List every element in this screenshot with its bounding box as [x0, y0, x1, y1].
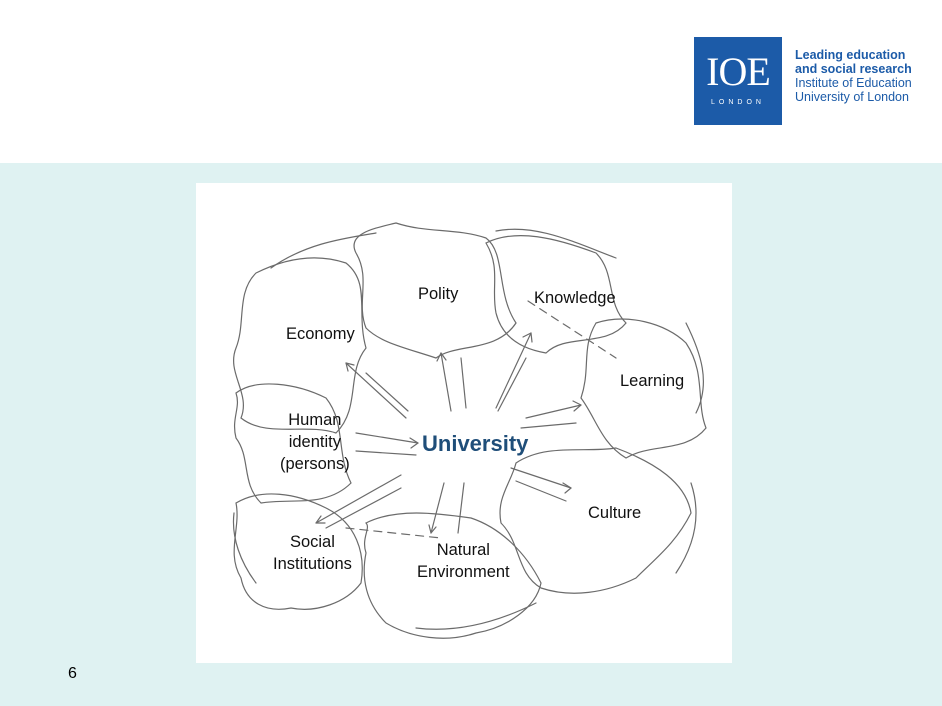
label-natural-environment: Natural Environment — [417, 539, 510, 583]
logo-subtext: LONDON — [711, 99, 765, 106]
label-human-line-2: identity — [288, 433, 341, 451]
label-polity: Polity — [418, 285, 459, 303]
natural-region — [363, 512, 542, 639]
slide-header: IOE LONDON Leading education and social … — [0, 0, 942, 163]
outer-scribble — [232, 228, 704, 630]
ioe-logo: IOE LONDON — [694, 37, 782, 125]
university-center-label: University — [422, 431, 529, 456]
sketch-diagram: Polity Knowledge Economy Learning Human … — [196, 183, 732, 663]
economy-region — [233, 257, 367, 434]
label-social-institutions: Social Institutions — [273, 531, 352, 575]
label-human-line-1: Human — [288, 411, 342, 429]
polity-region — [353, 222, 517, 359]
culture-region — [499, 447, 692, 594]
logo-mark: IOE — [706, 49, 771, 94]
social-region — [233, 493, 363, 610]
label-human-line-3: (persons) — [280, 455, 350, 473]
label-culture: Culture — [588, 504, 642, 522]
tagline-line-2: and social research — [795, 62, 912, 76]
page-number: 6 — [68, 665, 77, 682]
tagline-line-4: University of London — [795, 90, 909, 104]
sketch-strokes — [232, 222, 707, 639]
label-knowledge: Knowledge — [534, 289, 616, 307]
label-economy: Economy — [286, 325, 355, 343]
tagline-line-1: Leading education — [795, 48, 906, 62]
knowledge-region — [485, 234, 627, 354]
institution-tagline: Leading education and social research In… — [795, 48, 912, 104]
label-natural-line-2: Environment — [417, 563, 510, 581]
connection-arrows — [315, 300, 617, 539]
label-learning: Learning — [620, 372, 685, 390]
learning-region — [580, 318, 707, 459]
label-social-line-2: Institutions — [273, 555, 352, 573]
tagline-line-3: Institute of Education — [795, 76, 912, 90]
label-natural-line-1: Natural — [436, 541, 490, 559]
human-region — [233, 383, 352, 504]
label-social-line-1: Social — [289, 533, 335, 551]
label-human-identity: Human identity (persons) — [280, 409, 350, 475]
